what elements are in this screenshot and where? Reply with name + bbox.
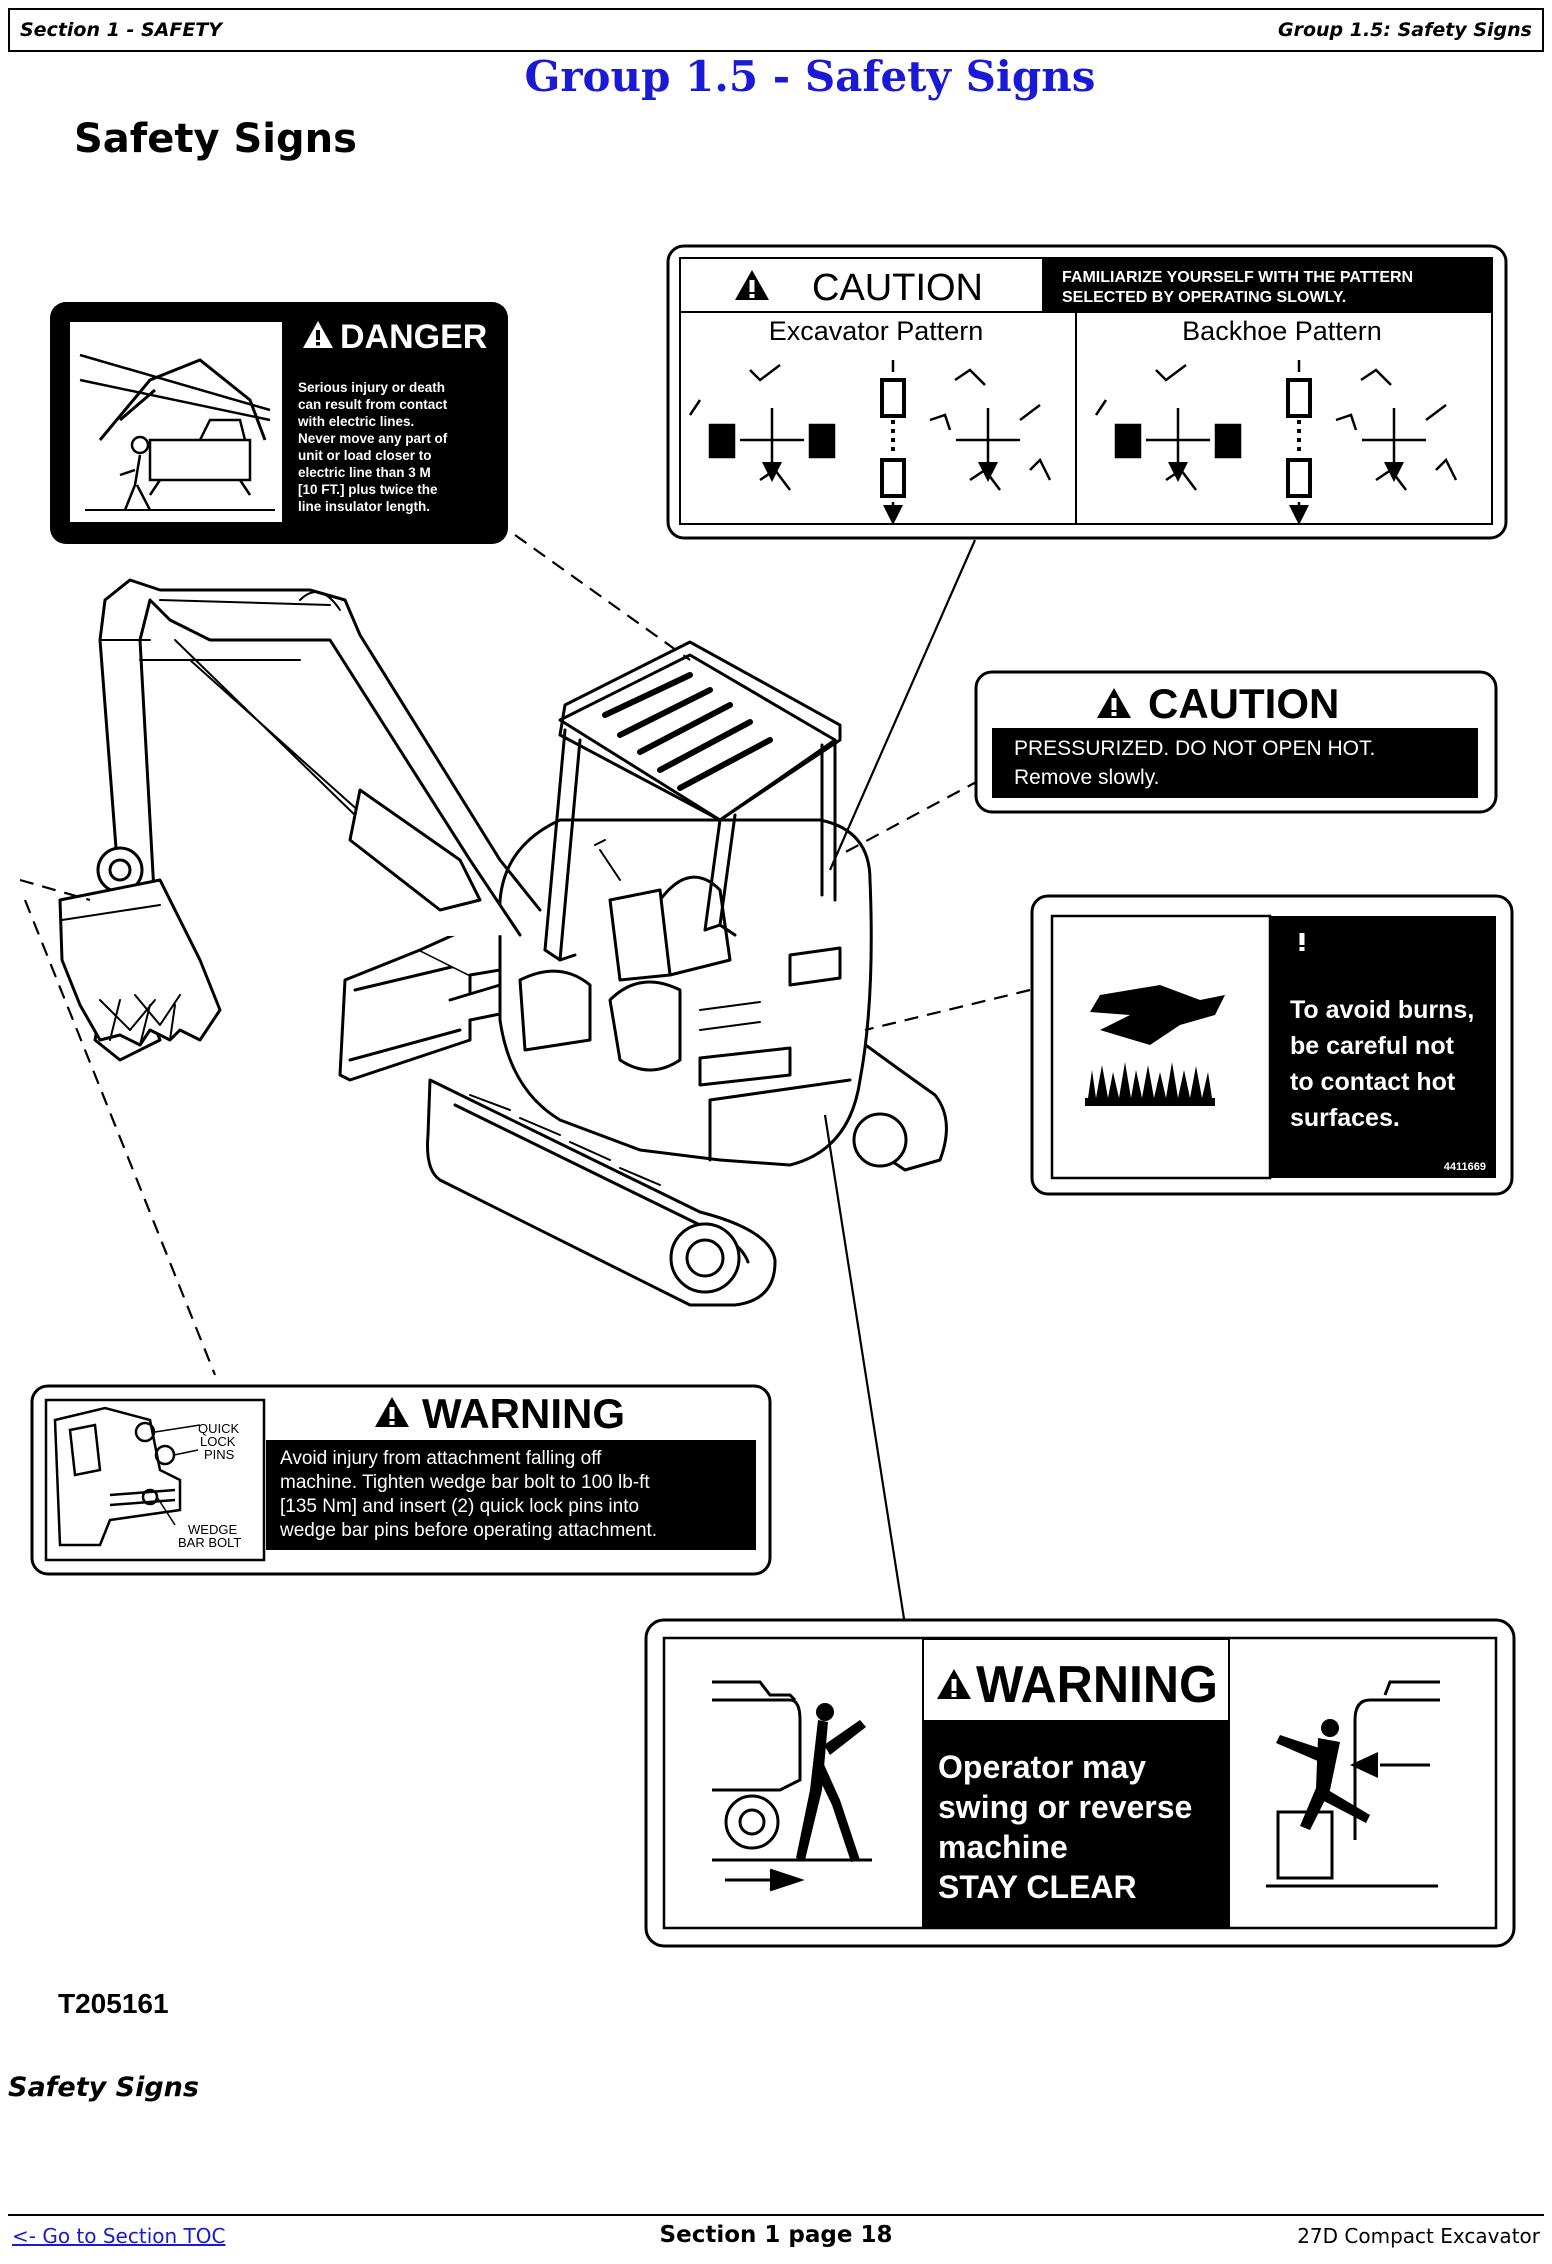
excavator-pattern-label: Excavator Pattern [769,316,984,346]
pattern-icons-excavator [688,360,1052,515]
warning-swing-signal: WARNING [976,1656,1218,1714]
pattern-icons-backhoe [1094,360,1458,515]
danger-line-5: unit or load closer to [298,448,432,463]
warning-attachment-sign: QUICK LOCK PINS WEDGE BAR BOLT WARNING A… [30,1384,772,1576]
warning-swing-sign: WARNING Operator may swing or reverse ma… [644,1618,1516,1948]
callout-quick-lock-2: LOCK [200,1434,236,1449]
caution-hot-surface-sign: CAUTION To avoid burns, be careful not t… [1030,894,1514,1196]
caution-pressurized-line-2: Remove slowly. [1014,766,1159,789]
warning-swing-line-2: swing or reverse [938,1789,1192,1825]
caution-hot-line-3: to contact hot [1290,1068,1456,1096]
excavator-drawing [58,578,948,1307]
caution-pressurized-line-1: PRESSURIZED. DO NOT OPEN HOT. [1014,737,1375,760]
danger-line-2: can result from contact [298,397,448,412]
warning-swing-line-1: Operator may [938,1749,1146,1785]
danger-line-4: Never move any part of [298,431,448,446]
caution-pattern-signal: CAUTION [812,267,983,309]
caution-pattern-note-1: FAMILIARIZE YOURSELF WITH THE PATTERN [1062,269,1413,286]
caution-pattern-note-2: SELECTED BY OPERATING SLOWLY. [1062,289,1346,306]
caution-hot-line-1: To avoid burns, [1290,996,1474,1024]
warning-swing-line-3: machine [938,1829,1068,1865]
warning-swing-line-4: STAY CLEAR [938,1869,1137,1905]
danger-line-8: line insulator length. [298,499,430,514]
footer-divider [8,2214,1544,2216]
section-heading: Safety Signs [74,116,357,162]
caution-pattern-sign: CAUTION FAMILIARIZE YOURSELF WITH THE PA… [666,244,1508,540]
callout-quick-lock-3: PINS [204,1447,235,1462]
caution-pressurized-signal: CAUTION [1148,680,1339,727]
danger-signal-word: DANGER [340,318,487,356]
caution-hot-part-number: 4411669 [1444,1161,1486,1173]
warning-attachment-line-3: [135 Nm] and insert (2) quick lock pins … [280,1496,639,1517]
page-header: Section 1 - SAFETY Group 1.5: Safety Sig… [8,8,1544,52]
caution-hot-line-2: be careful not [1290,1032,1455,1060]
caution-hot-signal: CAUTION [1322,922,1477,960]
figure-caption: Safety Signs [8,2072,199,2103]
header-section-label: Section 1 - SAFETY [20,19,223,41]
manual-title: 27D Compact Excavator [1297,2224,1540,2248]
warning-attachment-line-1: Avoid injury from attachment falling off [280,1448,602,1469]
danger-line-7: [10 FT.] plus twice the [298,482,438,497]
page-title: Group 1.5 - Safety Signs [524,52,1096,101]
leader-lines [19,534,1031,1626]
callout-wedge-bar-1: WEDGE [188,1522,237,1537]
backhoe-pattern-label: Backhoe Pattern [1182,316,1382,346]
callout-wedge-bar-2: BAR BOLT [178,1535,241,1550]
danger-line-6: electric line than 3 M [298,465,431,480]
warning-attachment-line-4: wedge bar pins before operating attachme… [279,1520,657,1541]
danger-line-1: Serious injury or death [298,380,445,395]
section-toc-link[interactable]: <- Go to Section TOC [12,2224,226,2248]
warning-attachment-signal: WARNING [422,1390,625,1437]
danger-line-3: with electric lines. [297,414,414,429]
caution-hot-line-4: surfaces. [1290,1104,1400,1132]
caution-pressurized-sign: CAUTION PRESSURIZED. DO NOT OPEN HOT. Re… [974,670,1498,814]
figure-id: T205161 [58,1988,169,2019]
header-group-label: Group 1.5: Safety Signs [1277,19,1532,41]
danger-sign: DANGER Serious injury or death can resul… [50,302,508,544]
page-number: Section 1 page 18 [659,2222,893,2248]
warning-attachment-line-2: machine. Tighten wedge bar bolt to 100 l… [280,1472,650,1493]
callout-quick-lock-1: QUICK [198,1421,240,1436]
